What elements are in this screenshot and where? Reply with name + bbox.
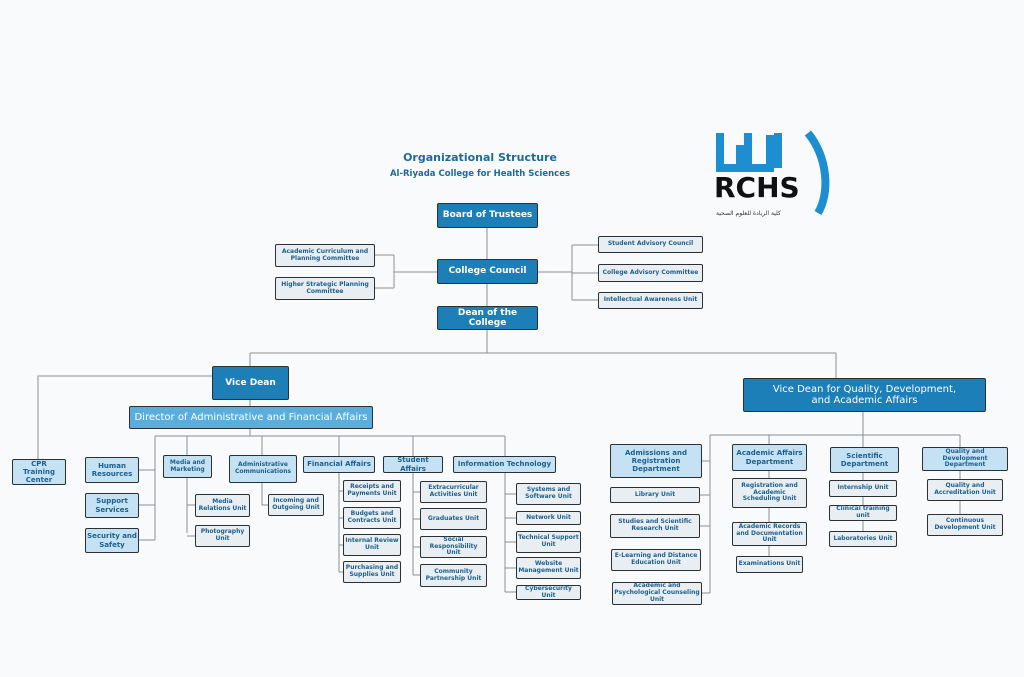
academic-records-unit[interactable]: Academic Records and Documentation Unit: [732, 522, 807, 546]
clinical-training-unit[interactable]: Clinical training unit: [829, 505, 897, 521]
board-of-trustees[interactable]: Board of Trustees: [437, 203, 538, 228]
higher-strategic-committee[interactable]: Higher Strategic Planning Committee: [275, 277, 375, 300]
svg-text:كلية الريادة للعلوم الصحية: كلية الريادة للعلوم الصحية: [716, 210, 781, 217]
registration-scheduling-unit[interactable]: Registration and Academic Scheduling Uni…: [732, 478, 807, 508]
studies-research-unit[interactable]: Studies and Scientific Research Unit: [610, 514, 700, 538]
internship-unit[interactable]: Internship Unit: [829, 480, 897, 497]
academic-curriculum-committee[interactable]: Academic Curriculum and Planning Committ…: [275, 244, 375, 267]
financial-affairs[interactable]: Financial Affairs: [303, 456, 375, 473]
community-partnership-unit[interactable]: Community Partnership Unit: [420, 564, 487, 587]
network-unit[interactable]: Network Unit: [516, 511, 581, 525]
scientific-dept[interactable]: Scientific Department: [830, 447, 899, 473]
page-subtitle: Al-Riyada College for Health Sciences: [389, 169, 571, 179]
human-resources[interactable]: Human Resources: [85, 457, 139, 483]
page-title: Organizational Structure: [403, 151, 557, 164]
vice-dean[interactable]: Vice Dean: [212, 366, 289, 400]
cpr-training-center[interactable]: CPR Training Center: [12, 459, 66, 485]
student-advisory-council[interactable]: Student Advisory Council: [598, 236, 703, 253]
laboratories-unit[interactable]: Laboratories Unit: [829, 531, 897, 547]
extracurricular-unit[interactable]: Extracurricular Activities Unit: [420, 481, 487, 503]
cybersecurity-unit[interactable]: Cybersecurity Unit: [516, 585, 581, 600]
security-and-safety[interactable]: Security and Safety: [85, 528, 139, 553]
technical-support-unit[interactable]: Technical Support Unit: [516, 531, 581, 553]
budgets-contracts-unit[interactable]: Budgets and Contracts Unit: [343, 507, 401, 529]
graduates-unit[interactable]: Graduates Unit: [420, 508, 487, 530]
college-advisory-committee[interactable]: College Advisory Committee: [598, 264, 703, 282]
support-services[interactable]: Support Services: [85, 493, 139, 518]
examinations-unit[interactable]: Examinations Unit: [736, 556, 803, 573]
admissions-registration-dept[interactable]: Admissions and Registration Department: [610, 444, 702, 478]
incoming-outgoing-unit[interactable]: Incoming and Outgoing Unit: [268, 494, 324, 516]
quality-accreditation-unit[interactable]: Quality and Accreditation Unit: [927, 479, 1003, 501]
continuous-development-unit[interactable]: Continuous Development Unit: [927, 514, 1003, 536]
college-council[interactable]: College Council: [437, 259, 538, 284]
dean-of-college[interactable]: Dean of the College: [437, 306, 538, 330]
administrative-communications[interactable]: Administrative Communications: [229, 455, 297, 483]
website-management-unit[interactable]: Website Management Unit: [516, 557, 581, 579]
social-responsibility-unit[interactable]: Social Responsibility Unit: [420, 536, 487, 558]
systems-software-unit[interactable]: Systems and Software Unit: [516, 483, 581, 505]
purchasing-supplies-unit[interactable]: Purchasing and Supplies Unit: [343, 561, 401, 583]
receipts-payments-unit[interactable]: Receipts and Payments Unit: [343, 480, 401, 502]
counseling-unit[interactable]: Academic and Psychological Counseling Un…: [612, 582, 702, 605]
media-relations-unit[interactable]: Media Relations Unit: [195, 494, 250, 517]
student-affairs[interactable]: Student Affairs: [383, 456, 443, 473]
intellectual-awareness-unit[interactable]: Intellectual Awareness Unit: [598, 292, 703, 309]
quality-development-dept[interactable]: Quality and Development Department: [922, 447, 1008, 471]
elearning-unit[interactable]: E-Learning and Distance Education Unit: [611, 549, 701, 571]
library-unit[interactable]: Library Unit: [610, 487, 700, 503]
director-admin-financial[interactable]: Director of Administrative and Financial…: [129, 406, 373, 429]
academic-affairs-dept[interactable]: Academic Affairs Department: [732, 444, 807, 471]
vice-dean-qda[interactable]: Vice Dean for Quality, Development, and …: [743, 378, 986, 412]
internal-review-unit[interactable]: Internal Review Unit: [343, 534, 401, 556]
svg-text:RCHS: RCHS: [714, 171, 800, 204]
information-technology[interactable]: Information Technology: [453, 456, 556, 473]
rchs-logo: RCHS كلية الريادة للعلوم الصحية: [712, 125, 832, 220]
photography-unit[interactable]: Photography Unit: [195, 525, 250, 547]
media-marketing[interactable]: Media and Marketing: [163, 455, 212, 478]
